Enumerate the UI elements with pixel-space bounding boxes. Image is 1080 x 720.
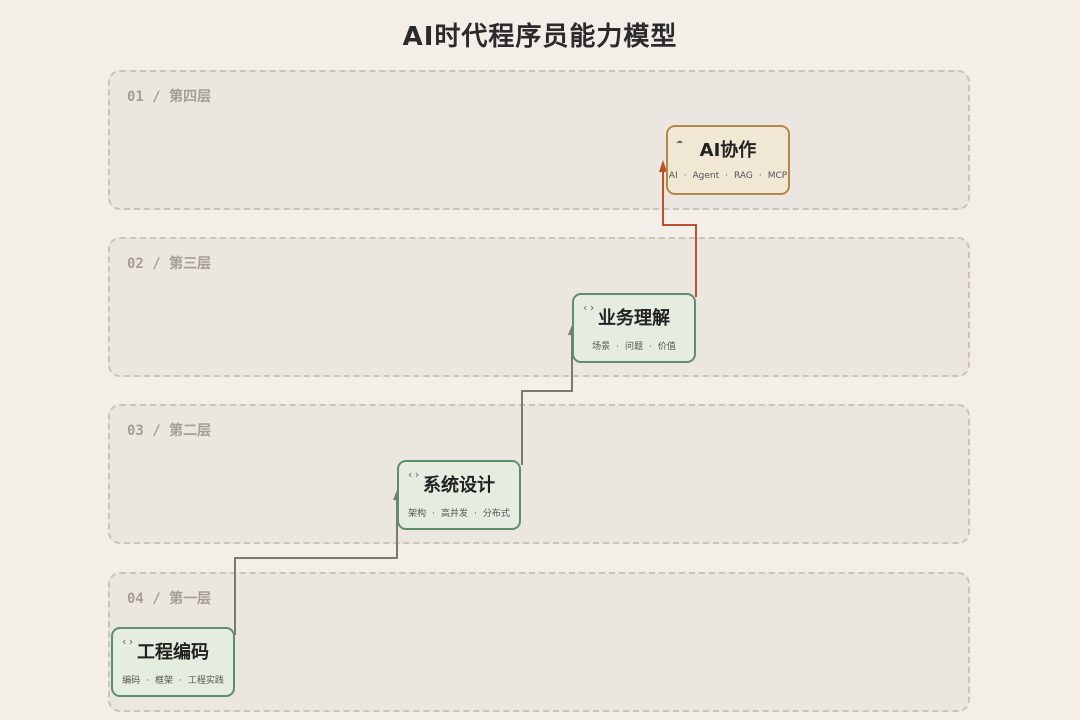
connector-design-to-business — [521, 333, 573, 465]
arrowhead — [659, 160, 667, 172]
connector-coding-to-design — [234, 498, 398, 635]
tag: MCP — [767, 171, 788, 181]
tag: 架构 — [408, 509, 427, 519]
node-title: AI协作 — [699, 140, 757, 161]
node-engineering-coding: ‹› 工程编码 编码·框架·工程实践 — [111, 627, 235, 697]
tag: Agent — [692, 171, 720, 181]
layer-2: 03 / 第二层 — [108, 404, 970, 544]
tag: 价值 — [657, 342, 676, 352]
layer-4: 01 / 第四层 — [108, 70, 970, 210]
layer-label: 01 / 第四层 — [127, 89, 212, 105]
tag: RAG — [733, 171, 753, 181]
node-system-design: ‹› 系统设计 架构·高并发·分布式 — [397, 460, 521, 530]
layer-label: 02 / 第三层 — [127, 256, 212, 272]
layer-1: 04 / 第一层 — [108, 572, 970, 712]
diagram-title: AI时代程序员能力模型 — [402, 22, 678, 52]
tag: 工程实践 — [187, 676, 224, 686]
tag: 场景 — [592, 342, 611, 352]
node-tags: 架构·高并发·分布式 — [408, 509, 510, 519]
node-title: 业务理解 — [598, 308, 670, 329]
code-brackets-icon: ‹› — [582, 301, 596, 314]
tag: 问题 — [624, 342, 643, 352]
tag: AI — [668, 171, 678, 181]
node-title: 系统设计 — [423, 475, 495, 496]
connector-business-to-ai — [662, 170, 697, 297]
node-tags: 编码·框架·工程实践 — [122, 676, 224, 686]
node-tags: AI·Agent·RAG·MCP — [668, 171, 788, 181]
node-title: 工程编码 — [137, 642, 209, 663]
cloud-icon: ☁ — [676, 133, 683, 146]
node-tags: 场景·问题·价值 — [592, 342, 676, 352]
tag: 框架 — [154, 676, 173, 686]
code-brackets-icon: ‹› — [121, 635, 135, 648]
node-business-understanding: ‹› 业务理解 场景·问题·价值 — [572, 293, 696, 363]
node-ai-collaboration: ☁ AI协作 AI·Agent·RAG·MCP — [666, 125, 790, 195]
code-brackets-icon: ‹› — [407, 468, 421, 481]
tag: 分布式 — [482, 509, 510, 519]
tag: 高并发 — [440, 509, 468, 519]
layer-label: 03 / 第二层 — [127, 423, 212, 439]
tag: 编码 — [122, 676, 141, 686]
layer-label: 04 / 第一层 — [127, 591, 212, 607]
layer-3: 02 / 第三层 — [108, 237, 970, 377]
